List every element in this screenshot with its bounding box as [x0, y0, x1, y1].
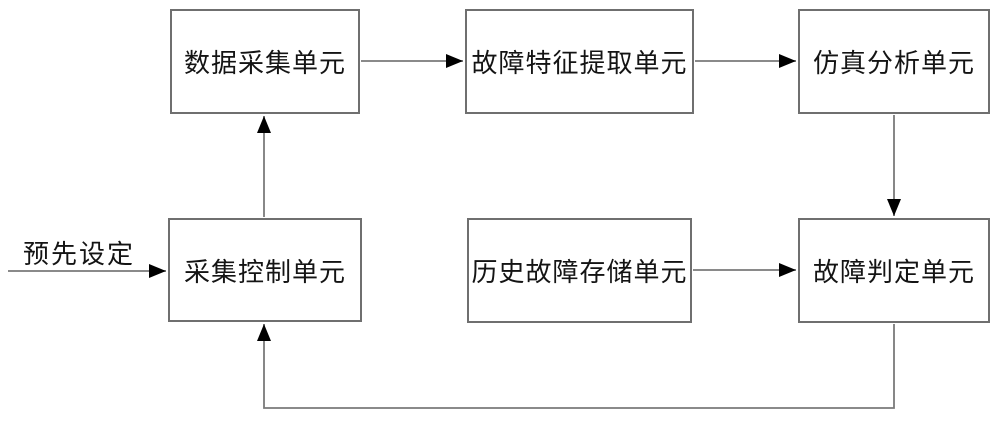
box-fault-determination-unit: 故障判定单元	[798, 218, 990, 323]
box-label: 数据采集单元	[183, 49, 346, 78]
box-simulation-analysis-unit: 仿真分析单元	[798, 9, 990, 114]
box-label: 故障判定单元	[812, 258, 975, 287]
connector-fault-determination-feedback	[257, 324, 895, 409]
box-label: 历史故障存储单元	[471, 258, 688, 287]
box-data-collection-unit: 数据采集单元	[170, 9, 360, 114]
box-label: 故障特征提取单元	[471, 49, 688, 78]
box-collection-control-unit: 采集控制单元	[168, 218, 362, 322]
box-fault-feature-extraction-unit: 故障特征提取单元	[465, 9, 694, 114]
preset-input-label: 预先设定	[23, 240, 136, 269]
box-historical-fault-storage-unit: 历史故障存储单元	[467, 218, 692, 323]
box-label: 采集控制单元	[183, 257, 346, 287]
box-label: 仿真分析单元	[812, 49, 975, 78]
